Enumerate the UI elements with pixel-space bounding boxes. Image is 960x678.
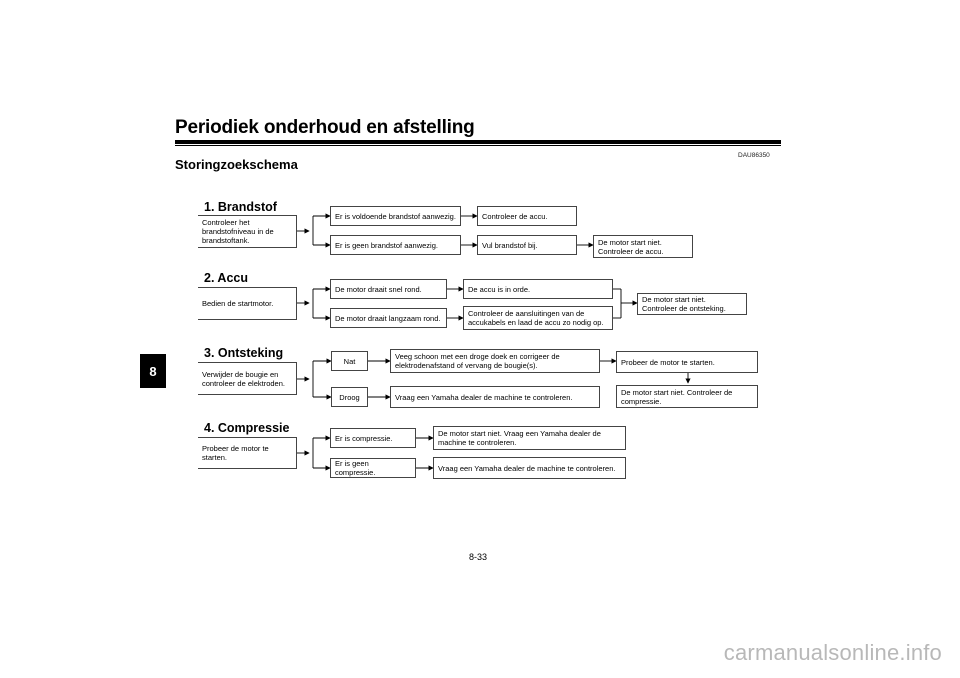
battery-result-box: De motor start niet. Controleer de ontst… xyxy=(637,293,747,315)
ignition-wet-final-box: Probeer de motor te starten. xyxy=(616,351,758,373)
ignition-wet-next-box: Veeg schoon met een droge doek en corrig… xyxy=(390,349,600,373)
battery-slow-box: De motor draait langzaam rond. xyxy=(330,308,447,328)
battery-fast-next-box: De accu is in orde. xyxy=(463,279,613,299)
fuel-no-next-box: Vul brandstof bij. xyxy=(477,235,577,255)
fuel-yes-box: Er is voldoende brandstof aanwezig. xyxy=(330,206,461,226)
ignition-dry-next-text: Vraag een Yamaha dealer de machine te co… xyxy=(395,392,573,402)
fuel-no-next-text: Vul brandstof bij. xyxy=(482,240,538,250)
ignition-wet-next-text: Veeg schoon met een droge doek en corrig… xyxy=(395,352,560,370)
battery-fast-box: De motor draait snel rond. xyxy=(330,279,447,299)
compression-start-text: Probeer de motor te starten. xyxy=(202,444,269,462)
compression-no-box: Er is geen compressie. xyxy=(330,458,416,478)
chapter-tab: 8 xyxy=(140,354,166,388)
doc-code: DAU86350 xyxy=(738,152,770,159)
ignition-wet-final-text: Probeer de motor te starten. xyxy=(621,357,715,367)
compression-no-next-box: Vraag een Yamaha dealer de machine te co… xyxy=(433,457,626,479)
page-title: Periodiek onderhoud en afstelling xyxy=(175,117,475,138)
compression-yes-next-box: De motor start niet. Vraag een Yamaha de… xyxy=(433,426,626,450)
compression-no-next-text: Vraag een Yamaha dealer de machine te co… xyxy=(438,463,616,473)
battery-fast-next-text: De accu is in orde. xyxy=(468,284,531,294)
section-title: Storingzoekschema xyxy=(175,157,298,172)
compression-start-box: Probeer de motor te starten. xyxy=(198,437,297,469)
battery-slow-text: De motor draait langzaam rond. xyxy=(335,313,441,323)
ignition-wet-text: Nat xyxy=(343,356,356,366)
fuel-start-text: Controleer het brandstofniveau in de bra… xyxy=(202,218,274,245)
battery-start-text: Bedien de startmotor. xyxy=(202,299,274,308)
ignition-dry-box: Droog xyxy=(331,387,368,407)
battery-slow-next-text: Controleer de aansluitingen van de accuk… xyxy=(468,309,604,327)
fuel-yes-next-box: Controleer de accu. xyxy=(477,206,577,226)
fuel-no-text: Er is geen brandstof aanwezig. xyxy=(335,240,438,250)
compression-no-text: Er is geen compressie. xyxy=(335,459,376,477)
page-number: 8-33 xyxy=(469,552,488,562)
fuel-start-box: Controleer het brandstofniveau in de bra… xyxy=(198,215,297,248)
battery-slow-next-box: Controleer de aansluitingen van de accuk… xyxy=(463,306,613,330)
fuel-yes-text: Er is voldoende brandstof aanwezig. xyxy=(335,211,456,221)
watermark: carmanualsonline.info xyxy=(723,640,942,665)
battery-fast-text: De motor draait snel rond. xyxy=(335,284,422,294)
section-fuel-title: 1. Brandstof xyxy=(204,200,277,214)
ignition-dry-next-box: Vraag een Yamaha dealer de machine te co… xyxy=(390,386,600,408)
compression-yes-next-text: De motor start niet. Vraag een Yamaha de… xyxy=(438,429,601,447)
section-battery-title: 2. Accu xyxy=(204,271,249,285)
compression-yes-text: Er is compressie. xyxy=(335,433,393,443)
ignition-wet-box: Nat xyxy=(331,351,368,371)
fuel-no-box: Er is geen brandstof aanwezig. xyxy=(330,235,461,255)
fuel-result-text: De motor start niet. Controleer de accu. xyxy=(598,237,664,256)
fuel-yes-next-text: Controleer de accu. xyxy=(482,211,548,221)
ignition-result-text: De motor start niet. Controleer de compr… xyxy=(621,387,733,406)
ignition-start-text: Verwijder de bougie en controleer de ele… xyxy=(202,369,285,388)
section-compression-title: 4. Compressie xyxy=(204,421,290,435)
battery-result-text: De motor start niet. Controleer de ontst… xyxy=(642,295,726,313)
ignition-dry-text: Droog xyxy=(339,392,360,402)
header-rule-thin xyxy=(175,145,781,146)
battery-start-box: Bedien de startmotor. xyxy=(198,287,297,320)
header-rule xyxy=(175,140,781,144)
ignition-result-box: De motor start niet. Controleer de compr… xyxy=(616,385,758,408)
compression-yes-box: Er is compressie. xyxy=(330,428,416,448)
fuel-result-box: De motor start niet. Controleer de accu. xyxy=(593,235,693,258)
ignition-start-box: Verwijder de bougie en controleer de ele… xyxy=(198,362,297,395)
section-ignition-title: 3. Ontsteking xyxy=(204,346,284,360)
